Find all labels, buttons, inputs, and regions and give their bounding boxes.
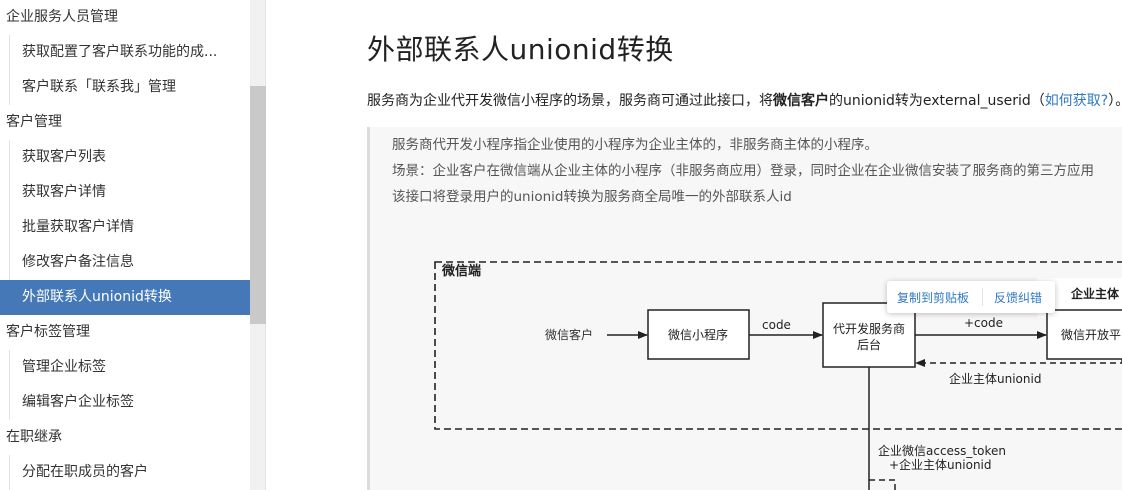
intro-text-3: ）。 [1108,93,1122,109]
sidebar-item-7[interactable]: 修改客户备注信息 [0,245,250,280]
edge-down-label-1: 企业微信access_token [878,443,1006,458]
note-line-2: 场景：企业客户在微信端从企业主体的小程序（非服务商应用）登录，同时企业在企业微信… [392,163,1094,179]
sidebar-item-11[interactable]: 编辑客户企业标签 [0,385,250,420]
sidebar-item-8[interactable]: 外部联系人unionid转换 [0,280,250,315]
sidebar-list: 企业服务人员管理获取配置了客户联系功能的成...客户联系「联系我」管理客户管理获… [0,0,250,490]
sidebar-scrollbar-thumb[interactable] [250,86,266,324]
arrow-unionid-return [915,359,1122,367]
intro-bold: 微信客户 [773,93,829,109]
edge-down-label-2: +企业主体unionid [889,457,992,472]
sidebar-group-3[interactable]: 客户管理 [6,114,62,130]
box-open-platform [1046,309,1122,360]
sidebar-nav: 企业服务人员管理获取配置了客户联系功能的成...客户联系「联系我」管理客户管理获… [0,0,250,490]
sidebar-group-0[interactable]: 企业服务人员管理 [6,9,118,25]
sidebar-item-5[interactable]: 获取客户详情 [0,175,250,210]
box-backend-line2: 后台 [857,337,881,352]
actor-wechat-customer: 微信客户 [545,327,593,342]
sidebar-item-1[interactable]: 获取配置了客户联系功能的成... [0,35,250,70]
how-to-get-link[interactable]: 如何获取? [1044,93,1109,109]
box-miniprogram-label: 微信小程序 [668,327,728,342]
note-line-1: 服务商代开发小程序指企业使用的小程序为企业主体的，非服务商主体的小程序。 [392,137,878,153]
report-error-button[interactable]: 反馈纠错 [994,291,1043,305]
line-token-dashed [869,479,896,490]
sidebar-item-10[interactable]: 管理企业标签 [0,350,250,385]
box-backend-line1: 代开发服务商 [833,321,905,336]
note-line-3: 该接口将登录用户的unionid转换为服务商全局唯一的外部联系人id [392,189,792,205]
box-open-platform-label: 微信开放平 [1061,327,1121,342]
sidebar-group-9[interactable]: 客户标签管理 [6,324,90,340]
sidebar-scrollbar[interactable] [250,0,266,490]
intro-text-2: 的unionid转为external_userid（ [829,93,1045,109]
wechat-region-label: 微信端 [441,263,481,279]
sidebar-item-6[interactable]: 批量获取客户详情 [0,210,250,245]
sidebar-item-13[interactable]: 分配在职成员的客户 [0,455,250,490]
edge-code2-label: +code [964,316,1003,330]
sidebar-group-12[interactable]: 在职继承 [6,429,62,445]
sidebar-item-4[interactable]: 获取客户列表 [0,140,250,175]
edge-return-label: 企业主体unionid [949,371,1041,386]
wechat-region-border [434,261,1122,430]
enterprise-region-label: 企业主体 [1070,286,1120,301]
diagram-hover-menu: 复制到剪贴板 反馈纠错 [887,281,1055,313]
copy-to-clipboard-button[interactable]: 复制到剪贴板 [897,291,970,305]
edge-code-label: code [762,318,791,332]
popup-divider [982,288,983,306]
sidebar-item-2[interactable]: 客户联系「联系我」管理 [0,70,250,105]
page-title: 外部联系人unionid转换 [367,33,674,66]
doc-content: 外部联系人unionid转换 服务商为企业代开发微信小程序的场景，服务商可通过此… [267,0,1122,490]
intro-paragraph: 服务商为企业代开发微信小程序的场景，服务商可通过此接口，将微信客户的unioni… [367,90,1122,110]
intro-text-1: 服务商为企业代开发微信小程序的场景，服务商可通过此接口，将 [367,93,773,109]
